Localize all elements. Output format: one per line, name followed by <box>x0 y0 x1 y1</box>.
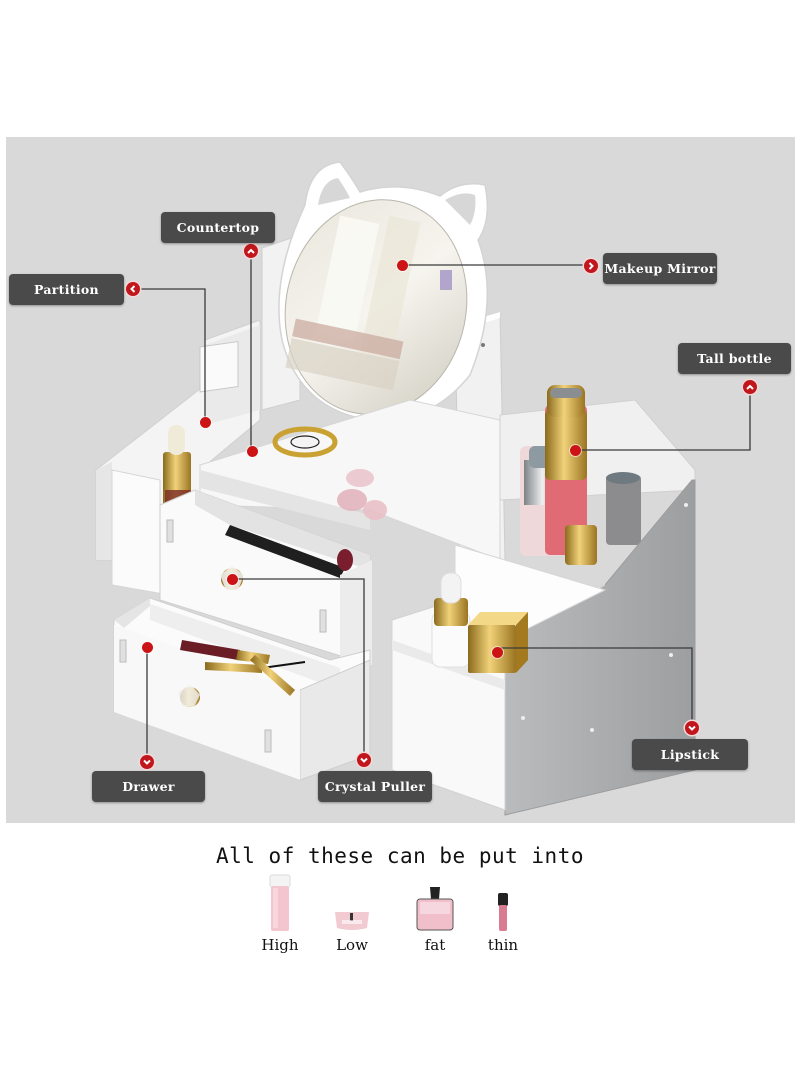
callout-makeup-mirror: Makeup Mirror <box>603 253 717 284</box>
countertop-target-dot <box>246 445 258 457</box>
item-high: High <box>240 872 320 954</box>
chevron-right-icon <box>584 259 598 273</box>
callout-drawer: Drawer <box>92 771 205 802</box>
item-label: Low <box>336 936 368 954</box>
callout-partition: Partition <box>9 274 124 305</box>
caption-heading: All of these can be put into <box>215 844 584 868</box>
tall-bottle-target-dot <box>569 444 581 456</box>
chevron-up-icon <box>743 380 757 394</box>
crystal-puller-target-dot <box>226 573 238 585</box>
chevron-up-icon <box>244 244 258 258</box>
partition-target-dot <box>199 416 211 428</box>
chevron-left-icon <box>126 282 140 296</box>
item-low: Low <box>312 872 392 954</box>
mirror-target-dot <box>396 259 408 271</box>
lipstick-target-dot <box>491 646 503 658</box>
item-label: High <box>261 936 299 954</box>
drawer-target-dot <box>141 641 153 653</box>
lip-gloss-tube-icon <box>463 872 543 932</box>
item-fat: fat <box>395 872 475 954</box>
callout-countertop: Countertop <box>161 212 275 243</box>
perfume-bottle-icon <box>395 872 475 932</box>
leader-lines <box>140 258 751 754</box>
cream-jar-icon <box>312 872 392 932</box>
item-label: thin <box>487 936 519 954</box>
callout-lipstick: Lipstick <box>632 739 748 770</box>
callout-crystal-puller: Crystal Puller <box>318 771 432 802</box>
item-label: fat <box>424 936 446 954</box>
item-thin: thin <box>463 872 543 954</box>
chevron-down-icon <box>140 755 154 769</box>
callout-tall-bottle: Tall bottle <box>678 343 791 374</box>
chevron-down-icon <box>685 721 699 735</box>
tall-toner-bottle-icon <box>240 872 320 932</box>
chevron-down-icon <box>357 753 371 767</box>
